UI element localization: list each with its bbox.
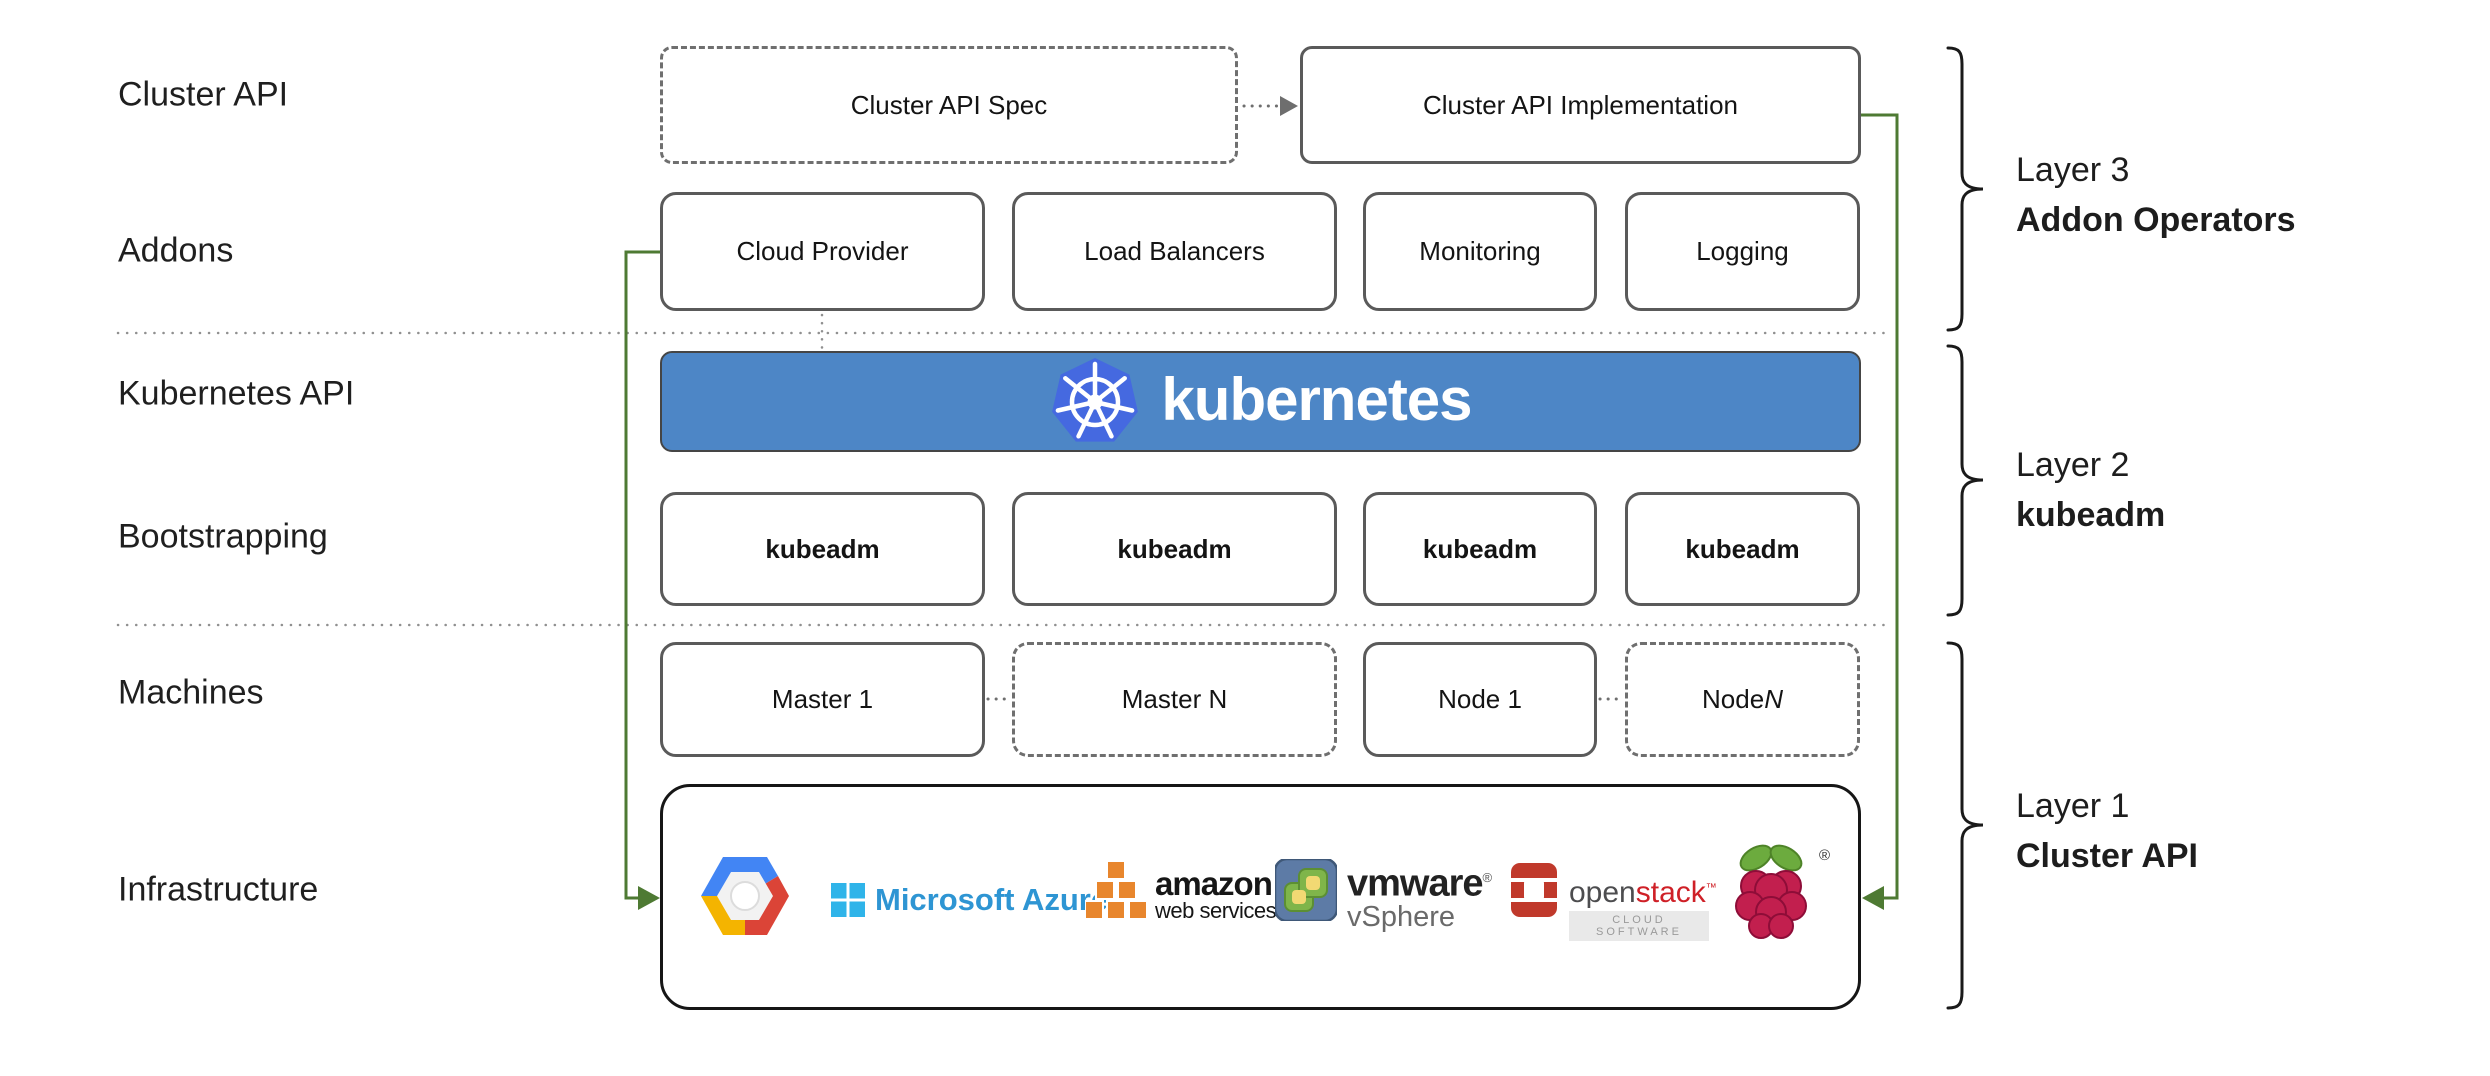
vmware-wordmark: vmware® vSphere xyxy=(1347,861,1493,933)
right-green-arrowhead xyxy=(1862,886,1884,910)
addon-box-load-balancers: Load Balancers xyxy=(1012,192,1337,311)
machine-box-master-1: Master 1 xyxy=(660,642,985,757)
implementation-to-infrastructure-line xyxy=(1861,113,1899,900)
kubeadm-box-2: kubeadm xyxy=(1012,492,1337,606)
layer3-brace xyxy=(1946,46,1984,332)
aws-wordmark-line1: amazon xyxy=(1155,865,1273,902)
cluster-api-implementation-box: Cluster API Implementation xyxy=(1300,46,1861,164)
layer1-brace xyxy=(1946,641,1984,1010)
kubeadm-box-4: kubeadm xyxy=(1625,492,1860,606)
infrastructure-box: Microsoft Azure amazon web services vmwa… xyxy=(660,784,1861,1010)
raspberry-pi-icon xyxy=(1735,844,1807,939)
left-green-arrowhead xyxy=(638,886,660,910)
aws-boxes-icon xyxy=(1085,861,1148,920)
layer2-subtitle: kubeadm xyxy=(2016,496,2166,534)
layer1-label: Layer 1 Cluster API xyxy=(2016,781,2198,881)
layer2-label: Layer 2 kubeadm xyxy=(2016,440,2165,540)
cluster-api-spec-box: Cluster API Spec xyxy=(660,46,1238,164)
kubeadm-box-1: kubeadm xyxy=(660,492,985,606)
machine-box-node-1: Node 1 xyxy=(1363,642,1597,757)
vmware-registered-mark: ® xyxy=(1482,870,1493,885)
microsoft-azure-wordmark: Microsoft Azure xyxy=(875,882,1109,917)
addon-box-monitoring: Monitoring xyxy=(1363,192,1597,311)
aws-wordmark: amazon web services xyxy=(1155,865,1277,923)
openstack-wordmark-open: open xyxy=(1569,876,1636,909)
row-label-machines: Machines xyxy=(118,673,264,712)
layer1-subtitle: Cluster API xyxy=(2016,837,2199,875)
addon-box-logging: Logging xyxy=(1625,192,1860,311)
aws-wordmark-line2: web services xyxy=(1155,898,1277,923)
layer2-title: Layer 2 xyxy=(2016,446,2130,484)
kubeadm-box-3: kubeadm xyxy=(1363,492,1597,606)
layer3-title: Layer 3 xyxy=(2016,151,2130,189)
kubernetes-wordmark: kubernetes xyxy=(1161,366,1472,433)
layer3-subtitle: Addon Operators xyxy=(2016,201,2296,239)
openstack-tagline: CLOUD SOFTWARE xyxy=(1569,911,1709,941)
vsphere-wordmark: vSphere xyxy=(1347,900,1456,933)
kubernetes-logo-icon xyxy=(1052,357,1139,442)
kubernetes-bar: kubernetes xyxy=(660,351,1861,452)
node-n-prefix: Node xyxy=(1702,684,1765,714)
windows-flag-icon xyxy=(831,883,865,917)
openstack-icon xyxy=(1511,863,1557,917)
layer3-label: Layer 3 Addon Operators xyxy=(2016,145,2296,245)
machine-box-node-n: Node N xyxy=(1625,642,1860,757)
openstack-trademark: ™ xyxy=(1705,882,1717,894)
layer2-brace xyxy=(1946,344,1984,617)
cloud-provider-to-infrastructure-line xyxy=(624,250,660,900)
google-cloud-icon xyxy=(701,857,789,935)
openstack-wordmark-stack: stack xyxy=(1635,876,1706,909)
openstack-wordmark: openstack™ CLOUD SOFTWARE xyxy=(1569,873,1717,941)
vmware-vsphere-icon xyxy=(1275,859,1337,921)
row-label-infrastructure: Infrastructure xyxy=(118,870,319,909)
row-label-kubernetes-api: Kubernetes API xyxy=(118,374,355,413)
row-label-bootstrapping: Bootstrapping xyxy=(118,517,328,556)
raspberry-registered-mark: ® xyxy=(1819,847,1831,864)
row-label-cluster-api: Cluster API xyxy=(118,75,289,114)
addon-box-cloud-provider: Cloud Provider xyxy=(660,192,985,311)
spec-to-implementation-arrowhead xyxy=(1280,96,1298,116)
vmware-wordmark-line1: vmware xyxy=(1347,862,1484,905)
layer1-title: Layer 1 xyxy=(2016,787,2130,825)
row-label-addons: Addons xyxy=(118,231,234,270)
machine-box-master-n: Master N xyxy=(1012,642,1337,757)
node-n-italic: N xyxy=(1764,684,1783,714)
